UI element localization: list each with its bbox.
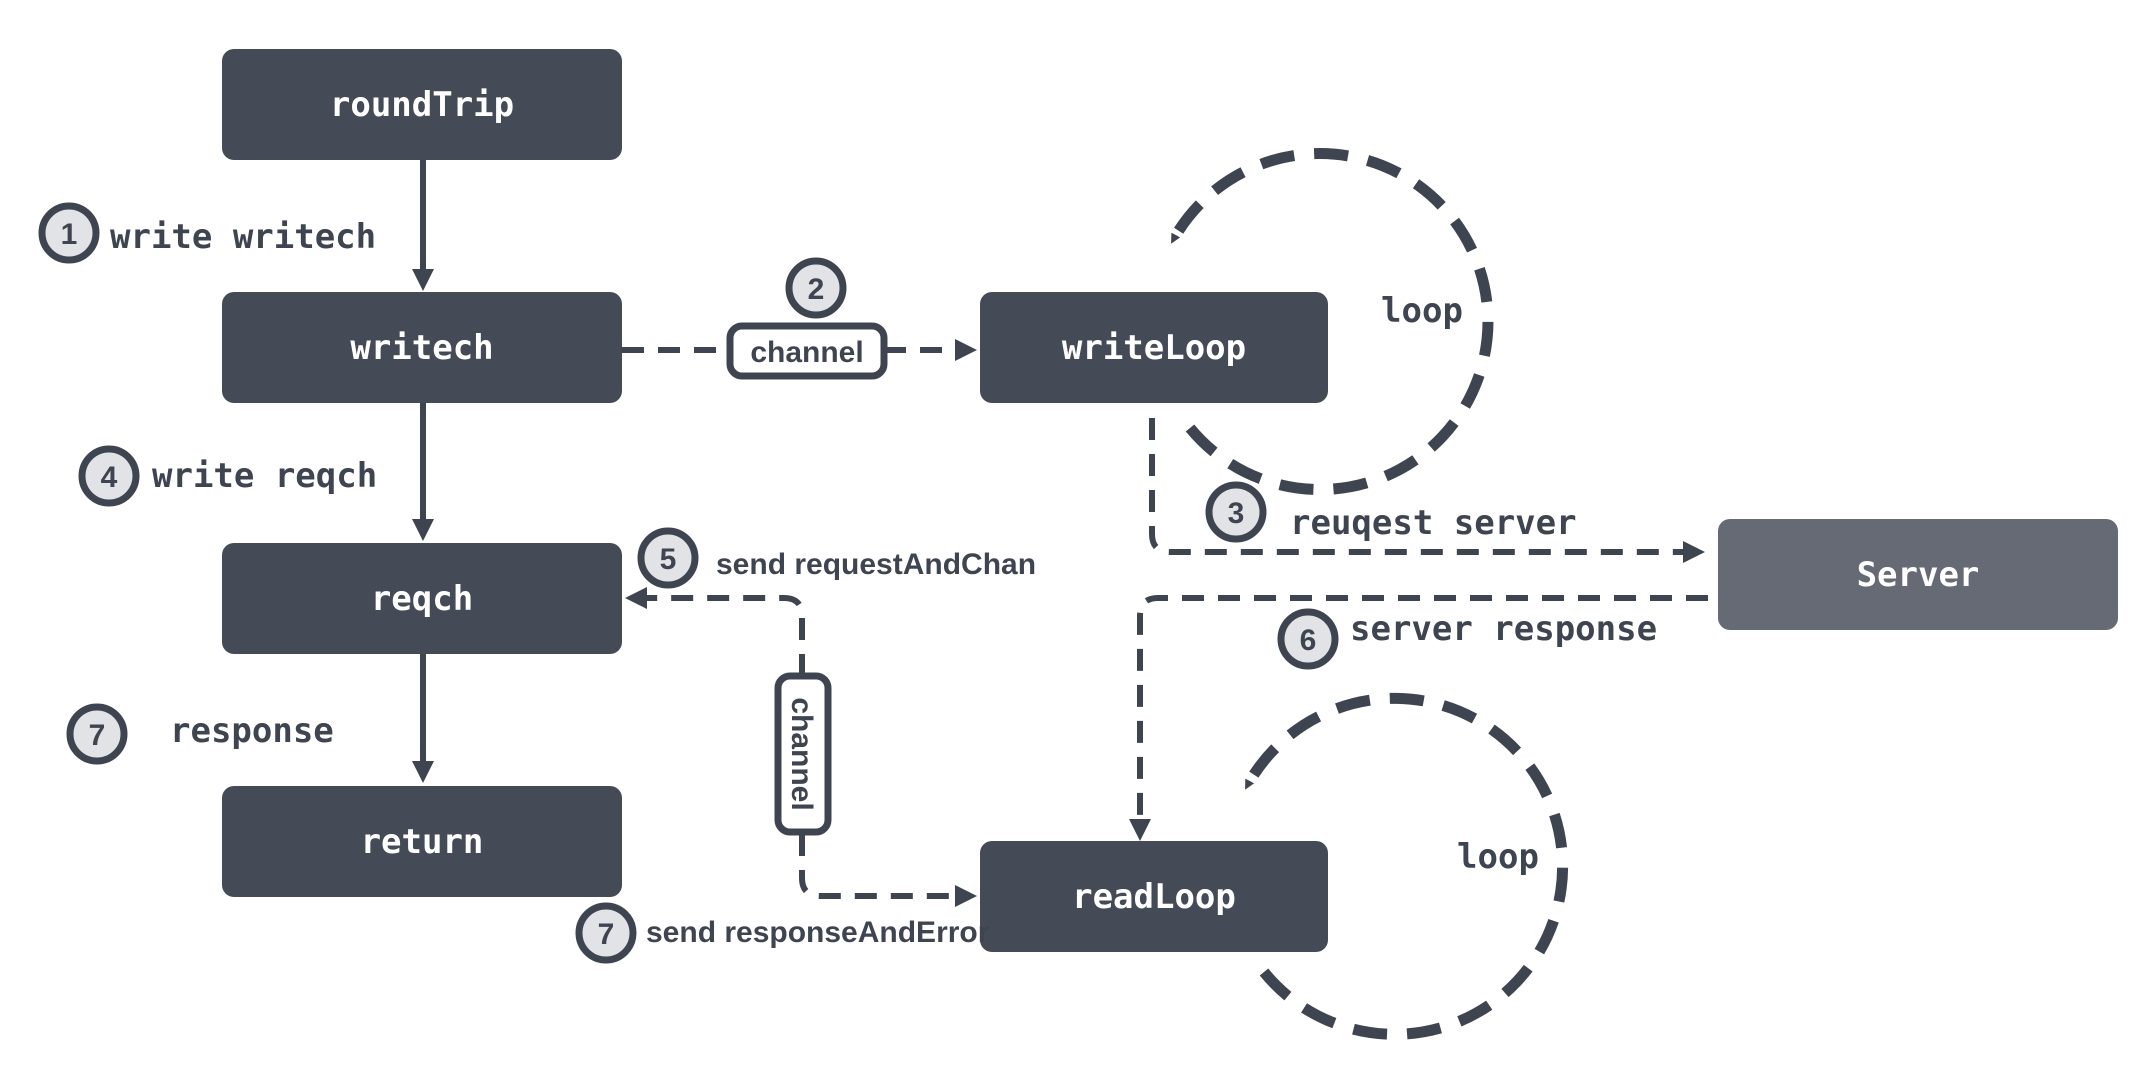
read-loop-label: loop [1457,837,1539,877]
step-badge-7b: 7 [575,902,637,964]
node-roundtrip-label: roundTrip [330,85,514,125]
write-loop-arc [1167,148,1494,496]
node-return[interactable]: return [222,786,622,897]
node-reqch[interactable]: reqch [222,543,622,654]
step-label-7b: send responseAndError [646,916,990,949]
channel-pill-top: channel [726,322,888,380]
node-writeloop-label: writeLoop [1062,328,1246,368]
step-badge-6: 6 [1277,608,1339,670]
svg-text:4: 4 [101,461,118,494]
step-badge-7a: 7 [66,703,128,765]
svg-text:3: 3 [1228,497,1245,530]
dash-writeloop-to-server [1149,418,1705,563]
channel-middle-label: channel [785,697,818,810]
step-badge-1: 1 [38,202,100,264]
node-reqch-label: reqch [371,579,473,619]
step-badge-3: 3 [1205,481,1267,543]
step-label-6: server response [1350,609,1657,649]
read-loop-arc [1241,692,1569,1040]
step-badge-2: 2 [785,257,847,319]
dash-server-to-readloop [1129,595,1708,841]
svg-text:7: 7 [598,918,615,951]
svg-text:5: 5 [660,543,677,576]
node-server[interactable]: Server [1718,519,2118,630]
step-badge-5: 5 [637,527,699,589]
step-label-4: write reqch [152,456,377,496]
dash-channel-to-reqch [625,587,805,676]
node-writech-label: writech [350,328,493,368]
node-writeloop[interactable]: writeLoop [980,292,1328,403]
svg-text:6: 6 [1300,624,1317,657]
node-roundtrip[interactable]: roundTrip [222,49,622,160]
node-readloop[interactable]: readLoop [980,841,1328,952]
node-server-label: Server [1857,555,1980,595]
step-label-1: write writech [110,217,376,257]
node-readloop-label: readLoop [1072,877,1236,917]
channel-top-label: channel [750,336,863,369]
svg-text:1: 1 [61,218,78,251]
connectors [412,148,1708,1040]
dash-channel-to-readloop [799,834,977,907]
channel-pill-middle: channel [774,672,832,836]
write-loop-label: loop [1381,291,1463,331]
svg-text:2: 2 [808,273,825,306]
node-return-label: return [361,822,484,862]
step-label-3: reuqest server [1290,503,1577,543]
step-label-7a: response [170,711,334,751]
step-badge-4: 4 [78,445,140,507]
step-label-5: send requestAndChan [716,548,1036,581]
node-writech[interactable]: writech [222,292,622,403]
svg-text:7: 7 [89,719,106,752]
